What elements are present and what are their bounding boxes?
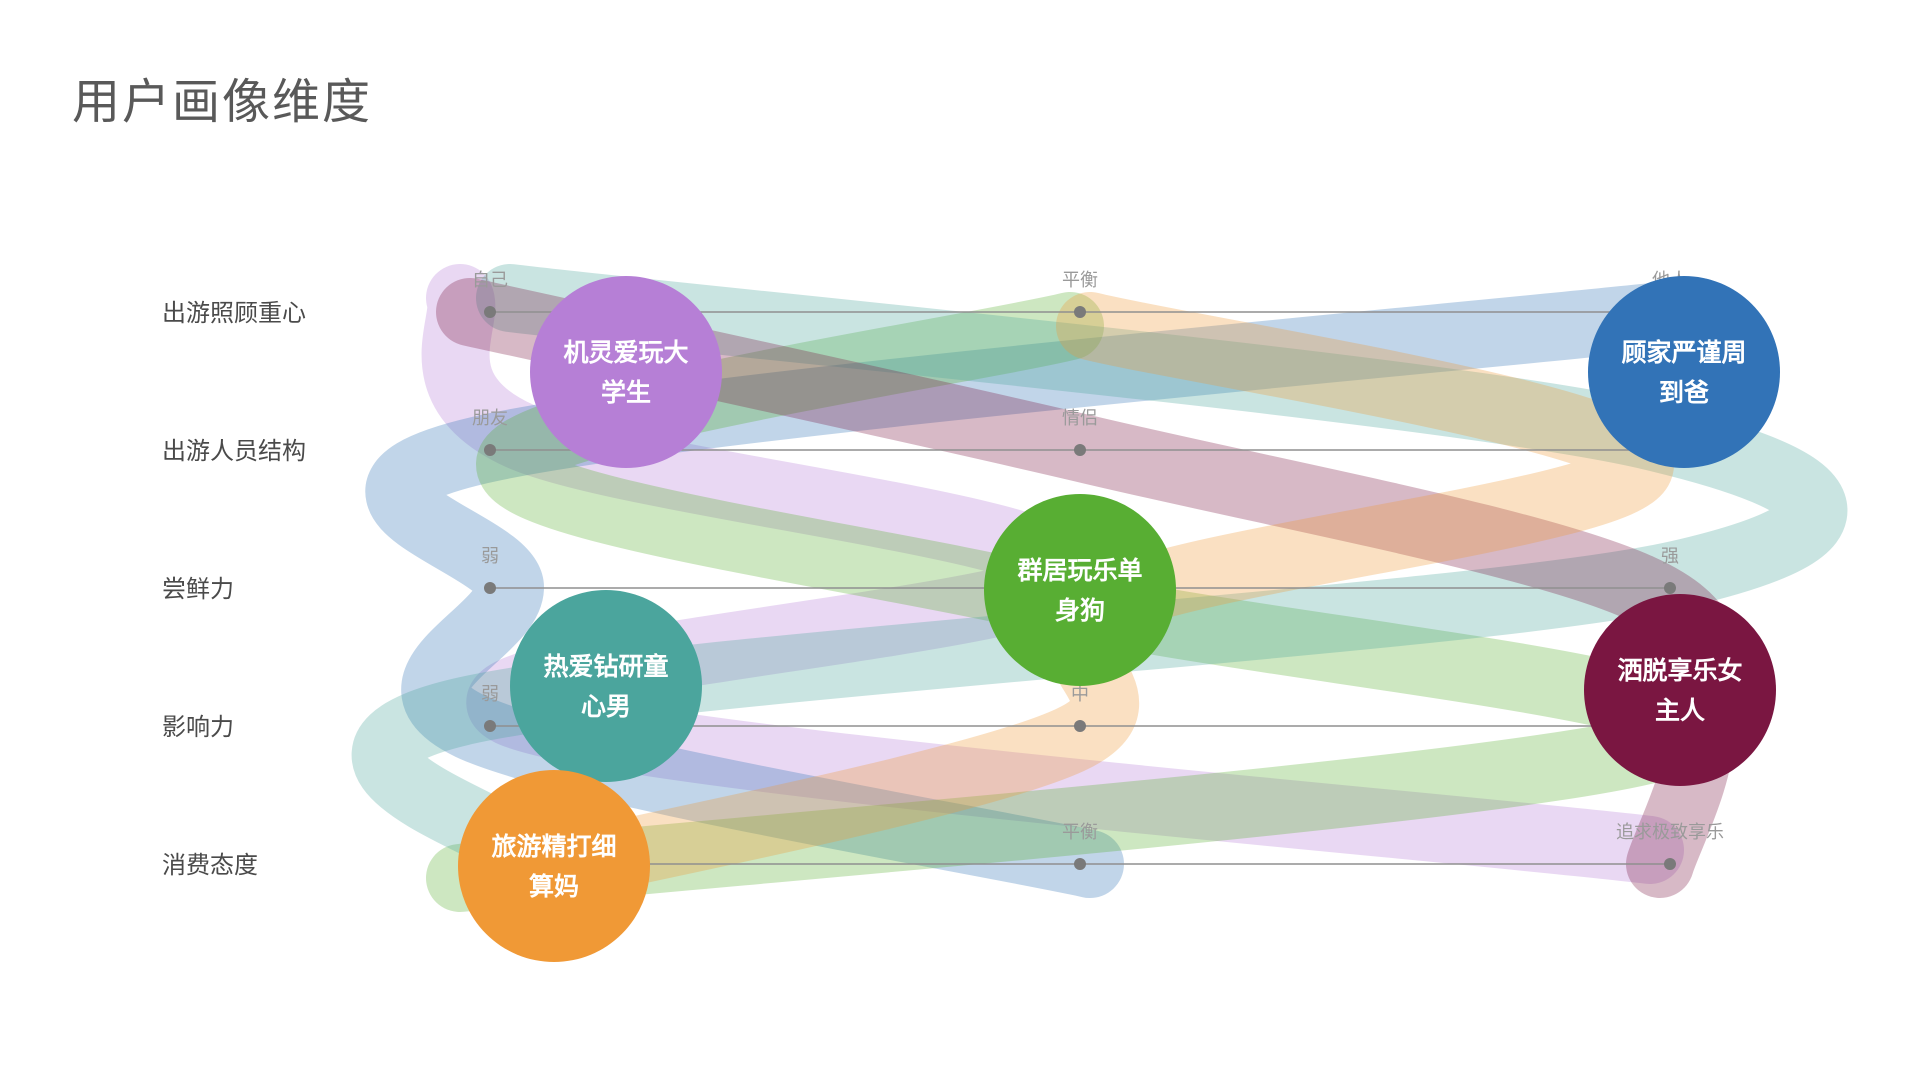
persona-circle xyxy=(458,770,650,962)
persona-circle xyxy=(1588,276,1780,468)
axis-tick-dot xyxy=(484,306,496,318)
persona-circle xyxy=(530,276,722,468)
axis-tick-dot xyxy=(484,582,496,594)
axis-tick-label: 强 xyxy=(1661,546,1679,567)
axis-tick-label: 弱 xyxy=(481,546,499,567)
axis-tick-label: 平衡 xyxy=(1062,270,1098,291)
persona-name: 主人 xyxy=(1655,696,1705,725)
persona-name: 算妈 xyxy=(529,872,579,901)
axis-tick-dot xyxy=(1664,858,1676,870)
page-title: 用户画像维度 xyxy=(72,74,373,130)
persona-name: 群居玩乐单 xyxy=(1017,556,1142,585)
axis-tick-dot xyxy=(484,720,496,732)
persona-name: 心男 xyxy=(581,692,631,721)
persona-circle xyxy=(984,494,1176,686)
axis-tick-label: 自己 xyxy=(472,270,508,291)
persona-path xyxy=(421,264,1684,884)
persona-name: 学生 xyxy=(601,378,651,407)
persona-circle xyxy=(510,590,702,782)
persona-name: 顾家严谨周 xyxy=(1621,338,1746,367)
axis-tick-dot xyxy=(1074,720,1086,732)
axis-tick-label: 追求极致享乐 xyxy=(1616,822,1724,843)
persona-name: 旅游精打细 xyxy=(491,832,616,861)
persona-bubbles: 机灵爱玩大学生顾家严谨周到爸群居玩乐单身狗热爱钻研童心男洒脱享乐女主人旅游精打细… xyxy=(458,276,1780,962)
axis-tick-dot xyxy=(484,444,496,456)
persona-circle xyxy=(1584,594,1776,786)
axis-tick-label: 弱 xyxy=(481,684,499,705)
dimension-label: 出游照顾重心 xyxy=(162,299,306,327)
persona-path xyxy=(365,278,1734,898)
axis-tick-dot xyxy=(1074,444,1086,456)
dimension-label: 出游人员结构 xyxy=(162,437,306,465)
axis-tick-dot xyxy=(1074,858,1086,870)
dimension-label: 消费态度 xyxy=(162,851,258,879)
persona-path xyxy=(351,264,1848,884)
persona-name: 洒脱享乐女 xyxy=(1617,656,1742,685)
persona-name: 到爸 xyxy=(1659,378,1709,407)
dimension-label: 尝鲜力 xyxy=(162,575,234,603)
axis-tick-label: 中 xyxy=(1071,684,1089,705)
axis-tick-dot xyxy=(1664,582,1676,594)
persona-name: 机灵爱玩大 xyxy=(563,338,688,367)
axis-tick-label: 情侣 xyxy=(1062,408,1098,429)
persona-name: 热爱钻研童 xyxy=(543,652,668,681)
axis-tick-dot xyxy=(1074,306,1086,318)
dimension-label: 影响力 xyxy=(162,713,234,741)
persona-name: 身狗 xyxy=(1055,596,1105,625)
axis-tick-label: 平衡 xyxy=(1062,822,1098,843)
axis-tick-label: 朋友 xyxy=(472,408,508,429)
